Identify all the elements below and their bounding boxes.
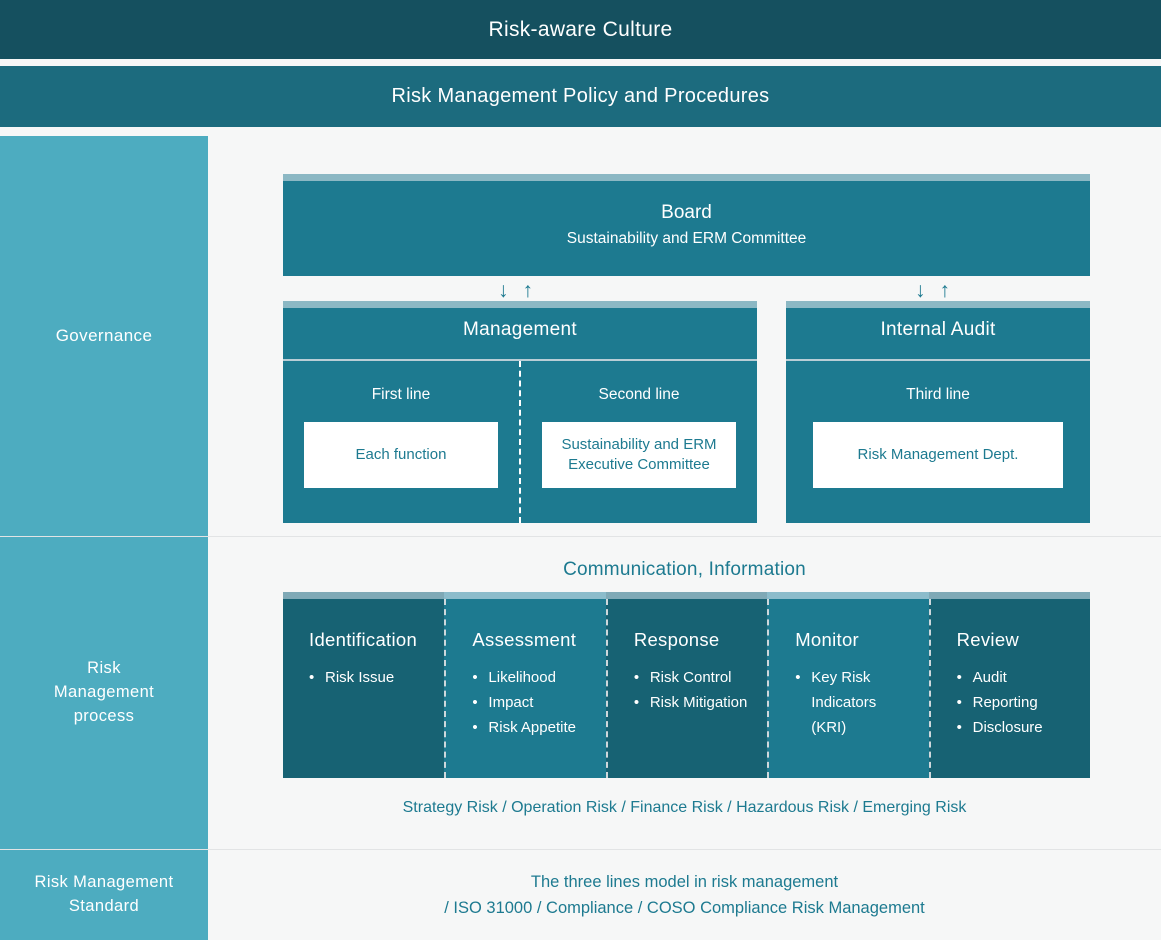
process-column-response: Response Risk Control Risk Mitigation	[605, 592, 768, 778]
banner-policy-label: Risk Management Policy and Procedures	[391, 85, 770, 107]
process-column-identification: Identification Risk Issue	[283, 592, 445, 778]
arrow-up-icon: ↑	[939, 279, 951, 302]
arrow-down-icon: ↓	[915, 279, 926, 302]
board-management-arrows: ↓ ↑	[498, 280, 533, 301]
process-cap-strip	[605, 592, 768, 599]
lane-first-line: First line Each function	[283, 361, 519, 523]
process-column-assessment: Assessment Likelihood Impact Risk Appeti…	[444, 592, 606, 778]
process-item: Likelihood	[472, 665, 605, 690]
process-column-items: Risk Issue	[309, 665, 444, 690]
process-item: Disclosure	[957, 715, 1090, 740]
management-divider	[283, 359, 757, 361]
process-column-items: Audit Reporting Disclosure	[957, 665, 1090, 741]
risk-types-label: Strategy Risk / Operation Risk / Finance…	[402, 799, 967, 816]
process-cap-strip	[928, 592, 1091, 599]
lane-chip-each-function: Each function	[304, 422, 498, 488]
lane-chip-risk-management-dept: Risk Management Dept.	[813, 422, 1063, 488]
standard-line-1: The three lines model in risk management	[530, 872, 839, 891]
process-cap-strip	[283, 592, 445, 599]
board-subtitle: Sustainability and ERM Committee	[566, 230, 807, 247]
process-column-review: Review Audit Reporting Disclosure	[928, 592, 1091, 778]
process-column-items: Risk Control Risk Mitigation	[634, 665, 767, 716]
lane-title: Second line	[598, 386, 680, 403]
internal-audit-lanes: Third line Risk Management Dept.	[786, 361, 1090, 523]
governance-content: Board Sustainability and ERM Committee ↓…	[208, 136, 1161, 556]
management-title: Management	[463, 319, 577, 340]
management-lanes: First line Each function Second line Sus…	[283, 361, 757, 523]
process-item: Risk Control	[634, 665, 767, 690]
process-column-title: Assessment	[472, 629, 577, 650]
lane-third-line: Third line Risk Management Dept.	[786, 361, 1090, 523]
process-column-items: Key Risk Indicators (KRI)	[795, 665, 894, 741]
sidebar-label-governance: Governance	[0, 136, 208, 536]
banner-risk-aware-culture: Risk-aware Culture	[0, 0, 1161, 59]
process-column-title: Identification	[309, 629, 418, 650]
board-audit-arrows: ↓ ↑	[915, 280, 950, 301]
process-column-title: Response	[633, 629, 720, 650]
governance-row: Governance Board Sustainability and ERM …	[0, 136, 1161, 556]
row-divider-governance-process	[0, 536, 1161, 537]
process-cap-strip	[767, 592, 929, 599]
standard-content: The three lines model in risk management…	[208, 850, 1161, 940]
arrow-down-icon: ↓	[498, 279, 509, 302]
governance-side-text: Governance	[55, 325, 153, 345]
process-content: Communication, Information Identificatio…	[208, 537, 1161, 849]
board-cap-strip	[283, 174, 1090, 181]
process-item: Risk Mitigation	[634, 690, 767, 715]
process-item: Key Risk Indicators (KRI)	[795, 665, 894, 741]
management-cap-strip	[283, 301, 757, 308]
internal-audit-cap-strip	[786, 301, 1090, 308]
internal-audit-box: Internal Audit Third line Risk Managemen…	[786, 301, 1090, 523]
process-column-title: Monitor	[795, 629, 860, 650]
lane-title: Third line	[906, 386, 970, 403]
board-title: Board	[661, 202, 712, 223]
lane-title: First line	[371, 386, 431, 403]
process-item: Risk Issue	[309, 665, 444, 690]
process-columns: Identification Risk Issue Assessment Lik…	[283, 592, 1091, 778]
internal-audit-divider	[786, 359, 1090, 361]
row-divider-process-standard	[0, 849, 1161, 850]
arrow-up-icon: ↑	[522, 279, 534, 302]
process-column-title: Review	[956, 629, 1020, 650]
process-item: Risk Appetite	[472, 715, 605, 740]
management-box: Management First line Each function Seco…	[283, 301, 757, 523]
process-column-monitor: Monitor Key Risk Indicators (KRI)	[767, 592, 929, 778]
process-item: Impact	[472, 690, 605, 715]
banner-risk-management-policy: Risk Management Policy and Procedures	[0, 66, 1161, 127]
process-column-items: Likelihood Impact Risk Appetite	[472, 665, 605, 741]
process-item: Audit	[957, 665, 1090, 690]
process-cap-strip	[444, 592, 606, 599]
banner-culture-label: Risk-aware Culture	[488, 17, 673, 41]
board-box: Board Sustainability and ERM Committee	[283, 174, 1090, 276]
internal-audit-title: Internal Audit	[880, 319, 996, 340]
process-item: Reporting	[957, 690, 1090, 715]
standard-text-block: The three lines model in risk management…	[208, 850, 1161, 940]
communication-information-label: Communication, Information	[563, 559, 806, 580]
standard-line-2: / ISO 31000 / Compliance / COSO Complian…	[444, 899, 925, 917]
